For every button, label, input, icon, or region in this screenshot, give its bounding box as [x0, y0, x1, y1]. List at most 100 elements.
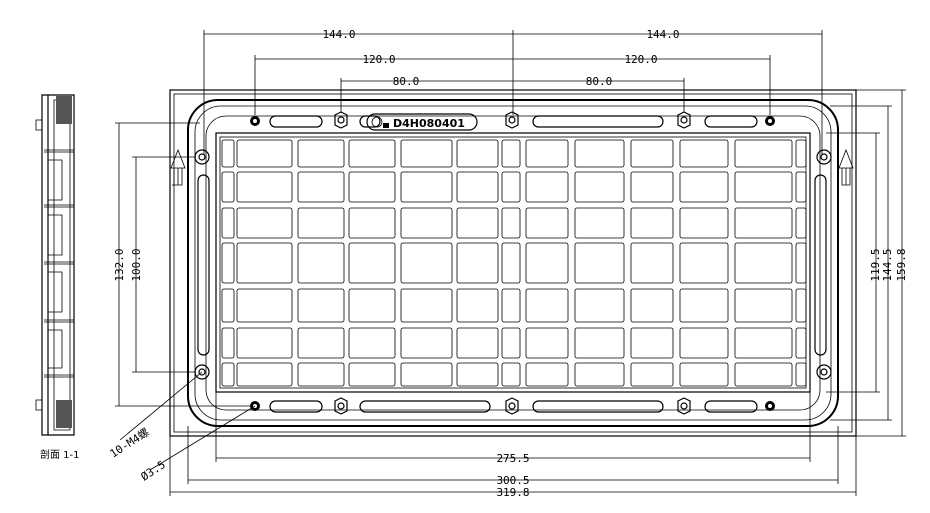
grid-cell	[348, 207, 396, 239]
grid-cell	[734, 139, 793, 168]
grid-cell	[525, 207, 569, 239]
grid-cell	[456, 171, 499, 203]
dim-left-100: 100.0	[130, 248, 143, 281]
dim-right-119: 119.5	[869, 248, 882, 281]
grid-cell	[525, 139, 569, 168]
grid-cell	[297, 242, 345, 284]
grid-cell	[501, 362, 521, 387]
grid-cell	[630, 242, 674, 284]
dim-top-right-144: 144.0	[646, 28, 679, 41]
dim-right-144: 144.5	[881, 248, 894, 281]
dim-right-159: 159.8	[895, 248, 908, 281]
grid-cell	[574, 139, 625, 168]
grid-cell	[679, 207, 729, 239]
grid-cell	[630, 139, 674, 168]
grid-cell	[236, 327, 293, 359]
grid-cell	[630, 207, 674, 239]
grid-cell	[456, 242, 499, 284]
grid-cell	[734, 207, 793, 239]
grid-cell	[236, 362, 293, 387]
callout-screw-holes: 10-M4螺	[108, 426, 152, 461]
grid-cell	[525, 362, 569, 387]
grid-cell	[525, 242, 569, 284]
grid-cell	[221, 207, 235, 239]
grid-cell	[679, 242, 729, 284]
grid-cell	[236, 288, 293, 323]
section-label: 剖面 1-1	[40, 448, 80, 461]
dimension-lines	[115, 30, 906, 496]
grid-cell	[574, 242, 625, 284]
dimension-labels: 144.0 144.0 120.0 120.0 80.0 80.0 275.5 …	[108, 28, 908, 499]
grid-cell	[501, 139, 521, 168]
grid-cell	[400, 242, 453, 284]
grid-cell	[400, 207, 453, 239]
grid-cell	[525, 327, 569, 359]
grid-cell	[456, 288, 499, 323]
grid-cell	[400, 362, 453, 387]
grid-cell	[221, 139, 235, 168]
grid-cell	[221, 327, 235, 359]
grid-cell	[630, 327, 674, 359]
dim-top-right-120: 120.0	[624, 53, 657, 66]
grid-cell	[574, 327, 625, 359]
grid-cell	[734, 288, 793, 323]
grid-cell	[630, 288, 674, 323]
grid-cell	[501, 242, 521, 284]
grid-cell	[297, 327, 345, 359]
grid-cell	[795, 362, 807, 387]
grid-cell	[221, 171, 235, 203]
grid-cell	[400, 171, 453, 203]
grid-cell	[348, 139, 396, 168]
grid-cell	[734, 242, 793, 284]
grid-cell	[236, 171, 293, 203]
dim-bottom-319: 319.8	[496, 486, 529, 499]
grid-cell	[297, 207, 345, 239]
grid-cell	[795, 288, 807, 323]
grid-cell	[221, 242, 235, 284]
dim-top-left-80: 80.0	[393, 75, 420, 88]
grid-cell	[297, 288, 345, 323]
grid-cell	[456, 139, 499, 168]
grid-cell	[630, 171, 674, 203]
grid-cell	[679, 362, 729, 387]
grid-cell	[297, 362, 345, 387]
grid-cell	[456, 362, 499, 387]
grid-cell	[348, 171, 396, 203]
grid-cell	[734, 171, 793, 203]
grid-cell	[348, 242, 396, 284]
grid-cell	[297, 171, 345, 203]
side-section-view: 剖面 1-1	[35, 94, 80, 461]
grid-cell	[734, 362, 793, 387]
grid-cell	[456, 327, 499, 359]
grid-cell	[795, 139, 807, 168]
grid-cell	[348, 327, 396, 359]
grid-cell	[574, 207, 625, 239]
grid-cell	[400, 327, 453, 359]
dim-top-right-80: 80.0	[586, 75, 613, 88]
grid-cell	[501, 327, 521, 359]
dim-bottom-300: 300.5	[496, 474, 529, 487]
dim-top-left-144: 144.0	[322, 28, 355, 41]
part-code: D4H080401	[393, 117, 465, 130]
grid-cell	[525, 171, 569, 203]
grid-cells	[221, 139, 807, 387]
grid-cell	[221, 288, 235, 323]
grid-cell	[679, 288, 729, 323]
grid-cell	[501, 207, 521, 239]
grid-cell	[221, 362, 235, 387]
grid-cell	[795, 327, 807, 359]
grid-cell	[734, 327, 793, 359]
dim-bottom-275: 275.5	[496, 452, 529, 465]
grid-cell	[501, 288, 521, 323]
grid-cell	[630, 362, 674, 387]
grid-cell	[795, 207, 807, 239]
grid-cell	[236, 139, 293, 168]
grid-cell	[400, 288, 453, 323]
grid-cell	[574, 288, 625, 323]
grid-cell	[348, 288, 396, 323]
grid-cell	[297, 139, 345, 168]
grid-cell	[679, 171, 729, 203]
main-plate: D4H080401	[169, 89, 857, 437]
grid-cell	[679, 327, 729, 359]
